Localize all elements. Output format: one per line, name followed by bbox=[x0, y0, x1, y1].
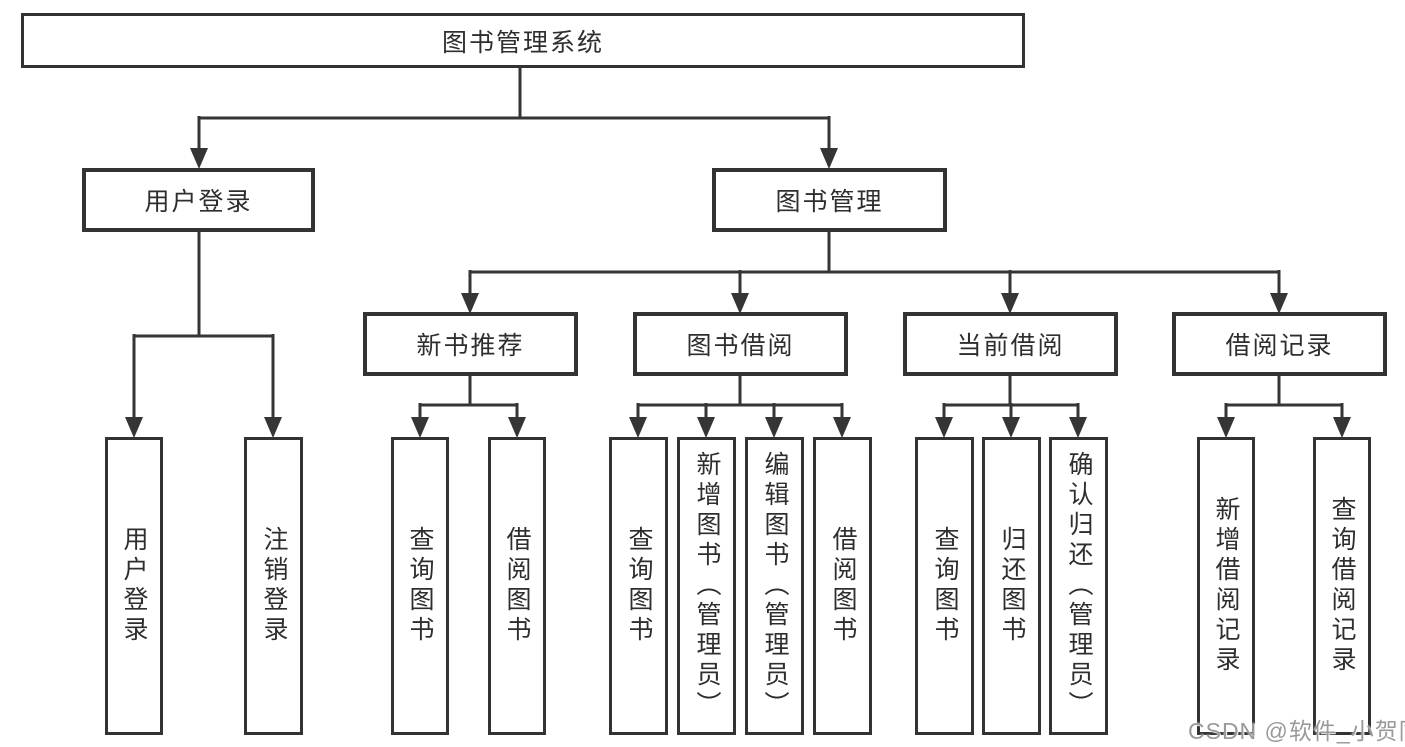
connector-new-book-group bbox=[411, 374, 526, 438]
node-user-login: 用户登录 bbox=[82, 168, 315, 232]
connector-current-borrow-group bbox=[935, 374, 1087, 438]
node-leaf-edit-book-admin: 编辑图书（管理员） bbox=[745, 437, 804, 735]
connector-book-management-to-level3 bbox=[461, 230, 1288, 314]
node-leaf-logout: 注销登录 bbox=[244, 437, 303, 735]
node-leaf-add-borrow-record: 新增借阅记录 bbox=[1197, 437, 1255, 735]
node-borrowing-records: 借阅记录 bbox=[1172, 312, 1387, 376]
connector-root-to-level2 bbox=[190, 66, 838, 169]
connector-book-borrow-group bbox=[629, 374, 851, 438]
node-leaf-borrow-books-1: 借阅图书 bbox=[488, 437, 546, 735]
node-book-borrowing: 图书借阅 bbox=[633, 312, 848, 376]
node-leaf-user-login: 用户登录 bbox=[105, 437, 163, 735]
node-book-management-system: 图书管理系统 bbox=[21, 13, 1025, 68]
node-leaf-add-book-admin: 新增图书（管理员） bbox=[677, 437, 736, 735]
node-leaf-return-book: 归还图书 bbox=[982, 437, 1041, 735]
node-new-book-recommendation: 新书推荐 bbox=[363, 312, 578, 376]
node-leaf-confirm-return-admin: 确认归还（管理员） bbox=[1049, 437, 1108, 735]
node-leaf-query-borrow-record: 查询借阅记录 bbox=[1313, 437, 1371, 735]
connector-borrow-record-group bbox=[1217, 374, 1351, 438]
node-leaf-query-books-1: 查询图书 bbox=[391, 437, 449, 735]
node-leaf-borrow-books-2: 借阅图书 bbox=[813, 437, 872, 735]
node-book-management: 图书管理 bbox=[712, 168, 947, 232]
csdn-watermark: CSDN @软件_小贺同学 bbox=[1188, 718, 1405, 744]
node-leaf-query-books-2: 查询图书 bbox=[609, 437, 668, 735]
node-leaf-query-books-3: 查询图书 bbox=[915, 437, 974, 735]
node-current-borrowing: 当前借阅 bbox=[903, 312, 1118, 376]
connector-user-login-group bbox=[125, 230, 282, 438]
